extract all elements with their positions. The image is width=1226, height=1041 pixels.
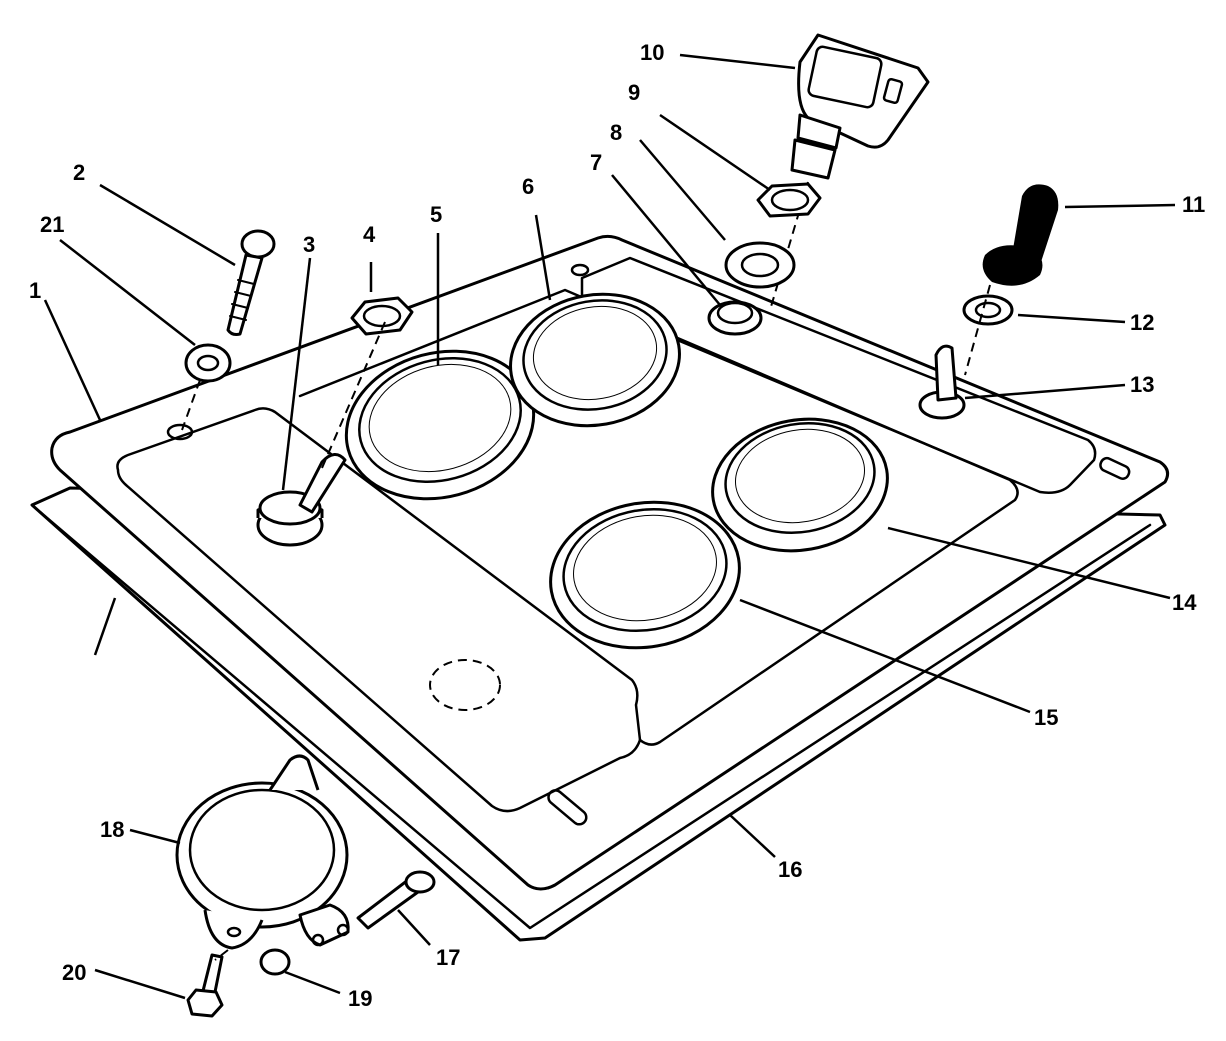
callout-4: 4: [363, 222, 376, 247]
screw-20: [186, 953, 224, 1018]
nut-12: [962, 294, 1014, 326]
nut-19: [259, 948, 291, 976]
callout-11: 11: [1182, 192, 1205, 217]
toggle-switch-3: [256, 453, 347, 547]
lockwasher-8: [724, 241, 796, 289]
callout-12: 12: [1130, 310, 1154, 335]
nut-9: [756, 182, 822, 218]
light-assembly-10: [790, 33, 930, 180]
callout-10: 10: [640, 40, 664, 65]
callout-9: 9: [628, 80, 640, 105]
gauge-15: [549, 500, 741, 650]
grommet-7: [707, 300, 763, 336]
gauge-6: [509, 292, 681, 428]
callout-13: 13: [1130, 372, 1154, 397]
callout-19: 19: [348, 986, 372, 1011]
callout-5: 5: [430, 202, 442, 227]
gauge-14: [711, 417, 889, 553]
callout-20: 20: [62, 960, 86, 985]
callout-2: 2: [73, 160, 85, 185]
toggle-switch-13: [918, 344, 966, 420]
callout-14: 14: [1172, 590, 1197, 615]
callout-8: 8: [610, 120, 622, 145]
screw-2: [226, 229, 276, 336]
clamp-18: [175, 754, 350, 950]
callout-3: 3: [303, 232, 315, 257]
washer-21: [184, 343, 232, 383]
callout-17: 17: [436, 945, 460, 970]
leader-lines: [43, 53, 1176, 1000]
callout-16: 16: [778, 857, 802, 882]
callout-21: 21: [40, 212, 64, 237]
nut-4: [350, 296, 414, 336]
screw-17: [356, 870, 436, 930]
callout-1: 1: [29, 278, 41, 303]
callout-labels: 1 2 3 4 5 6 7 8 9 10 11 12 13 14 15 16 1…: [29, 40, 1205, 1011]
gauge-5: [344, 349, 536, 501]
callout-18: 18: [100, 817, 124, 842]
callout-6: 6: [522, 174, 534, 199]
callout-15: 15: [1034, 705, 1058, 730]
toggle-cap-11: [982, 184, 1059, 286]
callout-7: 7: [590, 150, 602, 175]
